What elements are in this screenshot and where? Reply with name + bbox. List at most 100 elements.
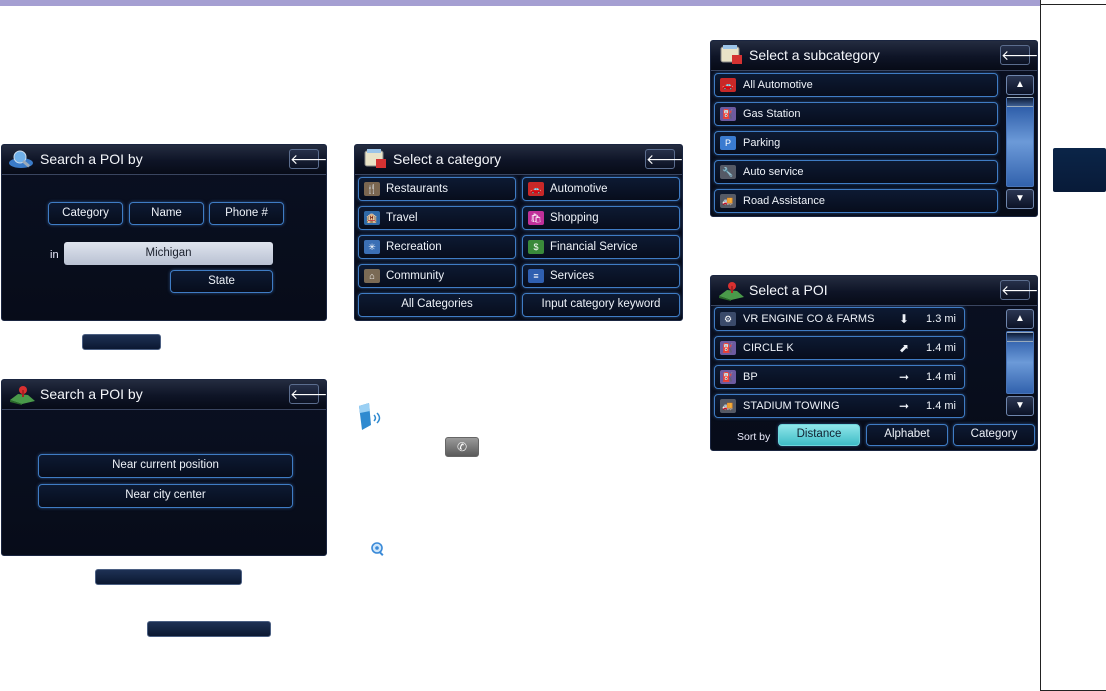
subcategory-gas-station[interactable]: ⛽Gas Station (714, 102, 998, 126)
panel-title: Search a POI by (40, 386, 143, 402)
category-book-icon (364, 149, 386, 168)
near-city-center-button[interactable]: Near city center (38, 484, 293, 508)
select-subcategory-panel: Select a subcategory 🡐 🚗 All Automotive ⛽… (710, 40, 1038, 217)
restaurant-icon: 🍴 (364, 182, 380, 196)
engine-icon: ⚙ (720, 312, 736, 326)
poi-distance: 1.4 mi (926, 400, 956, 412)
direction-arrow-icon: ⬈ (899, 341, 910, 355)
panel-title-bar: Select a subcategory 🡐 (711, 41, 1037, 71)
tow-truck-icon: 🚚 (720, 194, 736, 208)
back-button[interactable]: 🡐 (645, 149, 682, 169)
travel-icon: 🏨 (364, 211, 380, 225)
top-rule (0, 0, 1040, 6)
back-button[interactable]: 🡐 (1000, 280, 1037, 300)
near-current-position-button[interactable]: Near current position (38, 454, 293, 478)
gas-pump-icon: ⛽ (720, 370, 736, 384)
car-icon: 🚗 (720, 78, 736, 92)
select-category-panel: Select a category 🡐 🍴 Restaurants 🚗Automo… (354, 144, 683, 321)
poi-name: STADIUM TOWING (743, 400, 840, 412)
map-pin-icon (719, 282, 744, 301)
shopping-icon: 🛍 (528, 211, 544, 225)
side-rule-top (1041, 4, 1106, 5)
panel-title-bar: Select a category 🡐 (355, 145, 682, 175)
subcategory-all-automotive[interactable]: 🚗 All Automotive (714, 73, 998, 97)
sort-alphabet-button[interactable]: Alphabet (866, 424, 948, 446)
chapter-tab (1053, 148, 1106, 192)
back-arrow-icon: 🡐 (1001, 47, 1038, 63)
category-community[interactable]: ⌂Community (358, 264, 516, 288)
subcategory-label: All Automotive (743, 79, 813, 91)
globe-search-icon (9, 150, 33, 168)
subcategory-road-assistance[interactable]: 🚚Road Assistance (714, 189, 998, 213)
poi-distance: 1.4 mi (926, 371, 956, 383)
back-arrow-icon: 🡐 (1001, 282, 1038, 298)
financial-icon: $ (528, 240, 544, 254)
poi-item[interactable]: ⛽ CIRCLE K ⬈ 1.4 mi (714, 336, 965, 360)
voice-command-icon (359, 403, 381, 430)
in-label: in (50, 249, 59, 261)
gas-pump-icon: ⛽ (720, 341, 736, 355)
tip-icon (371, 542, 384, 556)
talk-button-icon: ✆ (445, 437, 479, 457)
tow-truck-icon: 🚚 (720, 399, 736, 413)
category-automotive[interactable]: 🚗Automotive (522, 177, 680, 201)
back-arrow-icon: 🡐 (646, 151, 683, 167)
subcategory-label: Auto service (743, 166, 804, 178)
down-arrow-icon: ▼ (1015, 193, 1025, 204)
category-shopping[interactable]: 🛍Shopping (522, 206, 680, 230)
state-button[interactable]: State (170, 270, 273, 293)
scrollbar-thumb[interactable] (1007, 332, 1033, 342)
location-field[interactable]: Michigan (64, 242, 273, 265)
scroll-down-button[interactable]: ▼ (1006, 396, 1034, 416)
down-arrow-icon: ▼ (1015, 400, 1025, 411)
poi-item[interactable]: ⚙VR ENGINE CO & FARMS⬇1.3 mi (714, 307, 965, 331)
search-poi-panel: Search a POI by 🡐 Category Name Phone # … (1, 144, 327, 321)
panel-title-bar: Search a POI by 🡐 (2, 145, 326, 175)
category-financial-service[interactable]: $ Financial Service (522, 235, 680, 259)
subcategory-auto-service[interactable]: 🔧 Auto service (714, 160, 998, 184)
panel-title-bar: Select a POI 🡐 (711, 276, 1037, 306)
panel-title: Select a subcategory (749, 47, 880, 63)
scrollbar-track[interactable] (1006, 97, 1034, 187)
poi-item[interactable]: 🚚 STADIUM TOWING ➞ 1.4 mi (714, 394, 965, 418)
input-category-keyword-button[interactable]: Input category keyword (522, 293, 680, 317)
category-label: Community (386, 270, 445, 282)
scroll-down-button[interactable]: ▼ (1006, 189, 1034, 209)
panel-title: Select a POI (749, 282, 828, 298)
back-button[interactable]: 🡐 (1000, 45, 1037, 65)
poi-name: BP (743, 371, 758, 383)
category-button[interactable]: Category (48, 202, 123, 225)
direction-arrow-icon: ⬇ (899, 312, 910, 326)
wrench-icon: 🔧 (720, 165, 736, 179)
poi-distance: 1.4 mi (926, 342, 956, 354)
up-arrow-icon: ▲ (1015, 79, 1025, 90)
category-recreation[interactable]: ✳Recreation (358, 235, 516, 259)
poi-name: CIRCLE K (743, 342, 794, 354)
direction-arrow-icon: ➞ (899, 399, 910, 413)
scroll-up-button[interactable]: ▲ (1006, 309, 1034, 329)
gas-pump-icon: ⛽ (720, 107, 736, 121)
all-categories-button[interactable]: All Categories (358, 293, 516, 317)
category-services[interactable]: ≡Services (522, 264, 680, 288)
sort-category-button[interactable]: Category (953, 424, 1035, 446)
category-restaurants[interactable]: 🍴 Restaurants (358, 177, 516, 201)
poi-distance: 1.3 mi (926, 313, 956, 325)
category-label: Travel (386, 212, 418, 224)
scrollbar-thumb[interactable] (1007, 97, 1033, 107)
scroll-up-button[interactable]: ▲ (1006, 75, 1034, 95)
direction-arrow-icon: ➞ (899, 370, 910, 384)
back-button[interactable]: 🡐 (289, 149, 326, 169)
sort-distance-button[interactable]: Distance (778, 424, 860, 446)
up-arrow-icon: ▲ (1015, 313, 1025, 324)
sort-by-label: Sort by (737, 431, 771, 443)
back-button[interactable]: 🡐 (289, 384, 326, 404)
name-button[interactable]: Name (129, 202, 204, 225)
panel-title: Search a POI by (40, 151, 143, 167)
category-travel[interactable]: 🏨 Travel (358, 206, 516, 230)
back-arrow-icon: 🡐 (290, 386, 327, 402)
phone-button[interactable]: Phone # (209, 202, 284, 225)
category-label: Restaurants (386, 183, 449, 195)
poi-item[interactable]: ⛽ BP ➞ 1.4 mi (714, 365, 965, 389)
category-label: Financial Service (550, 241, 638, 253)
